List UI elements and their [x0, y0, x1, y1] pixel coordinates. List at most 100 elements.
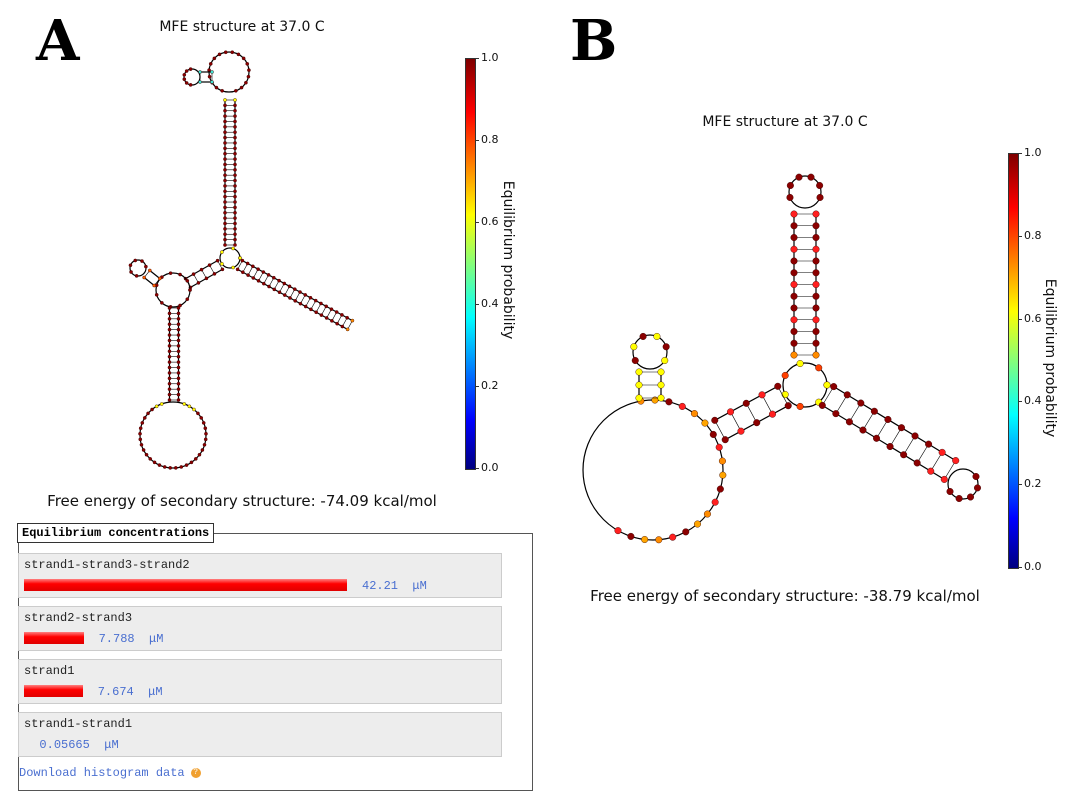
nucleotide: [223, 125, 227, 129]
nucleotide: [176, 311, 181, 316]
nucleotide: [223, 130, 227, 135]
nucleotide: [233, 130, 237, 135]
nucleotide: [655, 536, 663, 544]
nucleotide: [233, 114, 237, 118]
nucleotide: [657, 381, 665, 389]
nucleotide: [630, 343, 638, 351]
nucleotide: [812, 316, 820, 324]
nucleotide: [330, 319, 334, 323]
nucleotide: [184, 69, 189, 73]
nucleotide: [768, 410, 776, 418]
download-histogram-text[interactable]: Download histogram data: [19, 766, 185, 780]
nucleotide: [873, 434, 881, 442]
nucleotide: [786, 193, 794, 201]
nucleotide: [167, 311, 172, 316]
concentration-value: 7.674 μM: [97, 685, 163, 699]
nucleotide: [154, 292, 159, 297]
nucleotide: [711, 498, 719, 506]
nucleotide: [796, 360, 804, 368]
colorbar-tick-mark: [1018, 567, 1022, 568]
backbone: [143, 277, 155, 286]
nucleotide: [233, 141, 237, 145]
nucleotide: [812, 351, 820, 359]
nucleotide: [272, 275, 276, 280]
colorbar-tick-label: 0.0: [1024, 560, 1042, 573]
nucleotide: [167, 338, 172, 343]
nucleotide: [230, 50, 235, 55]
nucleotide: [182, 402, 187, 406]
base-pair: [714, 420, 726, 440]
nucleotide: [168, 466, 173, 470]
nucleotide: [173, 466, 178, 470]
nucleotide: [223, 98, 227, 102]
nucleotide: [718, 457, 726, 465]
nucleotide: [167, 360, 172, 364]
colorbar-tick-mark: [1018, 484, 1022, 486]
nucleotide: [217, 52, 222, 57]
nucleotide: [329, 307, 334, 311]
nucleotide: [223, 232, 227, 237]
nucleotide: [189, 460, 194, 465]
colorbar-tick-label: 0.6: [481, 215, 499, 228]
concentration-row: strand2-strand3 7.788 μM: [18, 606, 502, 651]
help-icon[interactable]: ?: [190, 767, 201, 778]
nucleotide: [812, 210, 820, 218]
nucleotide: [235, 267, 240, 272]
nucleotide: [308, 295, 313, 300]
backbone: [242, 260, 353, 322]
nucleotide: [144, 264, 148, 269]
nucleotide: [812, 304, 820, 312]
nucleotide: [167, 392, 172, 397]
nucleotide: [940, 475, 948, 483]
nucleotide: [661, 357, 669, 365]
nucleotide: [319, 301, 323, 306]
nucleotide: [223, 173, 227, 177]
nucleotide: [657, 368, 665, 376]
nucleotide: [139, 442, 144, 447]
concentration-bar: [24, 579, 347, 591]
nucleotide: [795, 173, 803, 181]
nucleotide: [335, 321, 339, 326]
nucleotide: [790, 222, 798, 230]
nucleotide: [184, 463, 189, 467]
nucleotide: [287, 284, 292, 289]
nucleotide: [716, 485, 724, 493]
base-pair: [746, 403, 757, 423]
loop-backbone: [788, 175, 822, 209]
nucleotide: [784, 402, 792, 410]
nucleotide: [176, 381, 181, 386]
nucleotide: [176, 354, 181, 359]
download-histogram-link[interactable]: Download histogram data?: [19, 766, 201, 780]
base-pair: [862, 411, 875, 431]
nucleotide: [223, 157, 227, 161]
nucleotide: [781, 391, 789, 399]
nucleotide: [614, 527, 622, 535]
nucleotide: [832, 410, 840, 418]
nucleotide: [711, 416, 719, 424]
nucleotide: [212, 272, 217, 276]
nucleotide: [223, 168, 227, 172]
nucleotide: [635, 394, 643, 402]
colorbar-tick-label: 0.0: [481, 461, 499, 474]
nucleotide: [669, 533, 677, 541]
nucleotide: [927, 467, 935, 475]
nucleotide: [146, 411, 150, 416]
nucleotide: [812, 269, 820, 277]
nucleotide: [313, 298, 318, 303]
complex-name: strand1: [24, 664, 75, 678]
nucleotide: [176, 317, 181, 321]
nucleotide: [233, 168, 237, 172]
nucleotide: [238, 256, 242, 260]
nucleotide: [639, 332, 647, 340]
nucleotide: [807, 173, 815, 181]
nucleotide: [167, 322, 172, 327]
nucleotide: [223, 178, 227, 183]
nucleotide: [244, 80, 248, 85]
nucleotide: [202, 442, 207, 447]
nucleotide: [857, 399, 865, 407]
nucleotide: [231, 246, 235, 251]
nucleotide: [925, 440, 933, 448]
nucleotide: [812, 281, 820, 289]
nucleotide: [843, 391, 851, 399]
nucleotide: [176, 338, 181, 343]
